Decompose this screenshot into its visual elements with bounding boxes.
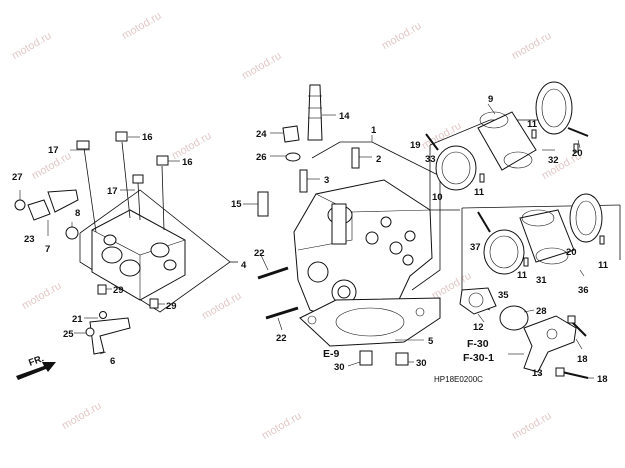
callout-24: 24: [256, 129, 267, 140]
front-arrow: FR.: [16, 353, 56, 380]
callout-4: 4: [241, 260, 247, 271]
callout-16a: 16: [142, 132, 153, 143]
callout-7: 7: [45, 244, 50, 255]
callout-23: 23: [24, 234, 35, 245]
cylinder-head-group: [243, 84, 441, 367]
camshaft-holder-group: [70, 131, 238, 313]
diagram-code: HP18E0200C: [434, 375, 483, 384]
callout-29b: 29: [166, 301, 177, 312]
callout-6: 6: [110, 356, 115, 367]
callout-30a: 30: [334, 362, 345, 373]
thermostat-group: [459, 287, 594, 379]
callout-13: 13: [532, 368, 543, 379]
callout-11b: 11: [527, 119, 538, 130]
callout-25: 25: [63, 329, 74, 340]
callout-2: 2: [376, 154, 381, 165]
ref-f30: F-30: [467, 338, 489, 350]
decompressor-parts: [14, 189, 79, 240]
callout-9: 9: [488, 94, 493, 105]
callout-17b: 17: [107, 186, 118, 197]
callout-30b: 30: [416, 358, 427, 369]
callout-labels: 1 2 3 4 5 6 7 8 9 10 11 11 11 11 12 13 1…: [12, 94, 609, 385]
callout-20b: 20: [566, 247, 577, 258]
lifter-arm-parts: [74, 311, 131, 355]
callout-17a: 17: [48, 145, 59, 156]
callout-11c: 11: [517, 270, 528, 281]
callout-37: 37: [470, 242, 481, 253]
callout-29a: 29: [113, 285, 124, 296]
ref-f30-1: F-30-1: [463, 352, 494, 364]
callout-22a: 22: [254, 248, 265, 259]
ref-e9: E-9: [323, 348, 340, 360]
callout-16b: 16: [182, 157, 193, 168]
callout-28: 28: [536, 306, 547, 317]
callout-15: 15: [231, 199, 242, 210]
callout-18a: 18: [577, 354, 588, 365]
callout-11a: 11: [474, 187, 485, 198]
callout-26: 26: [256, 152, 267, 163]
callout-3: 3: [324, 175, 329, 186]
callout-32: 32: [548, 155, 559, 166]
callout-1: 1: [371, 125, 377, 136]
callout-20a: 20: [572, 148, 583, 159]
callout-31: 31: [536, 275, 547, 286]
callout-10: 10: [432, 192, 443, 203]
callout-12: 12: [473, 322, 484, 333]
callout-5: 5: [428, 336, 434, 347]
callout-19: 19: [410, 140, 421, 151]
callout-14: 14: [339, 111, 350, 122]
callout-11d: 11: [598, 260, 609, 271]
callout-18b: 18: [597, 374, 608, 385]
callout-8: 8: [75, 208, 80, 219]
callout-35: 35: [498, 290, 509, 301]
callout-22b: 22: [276, 333, 287, 344]
callout-21: 21: [72, 314, 83, 325]
insulator-group: [425, 81, 621, 311]
callout-36: 36: [578, 285, 589, 296]
callout-27: 27: [12, 172, 23, 183]
front-label: FR.: [27, 353, 45, 369]
callout-33: 33: [425, 154, 436, 165]
